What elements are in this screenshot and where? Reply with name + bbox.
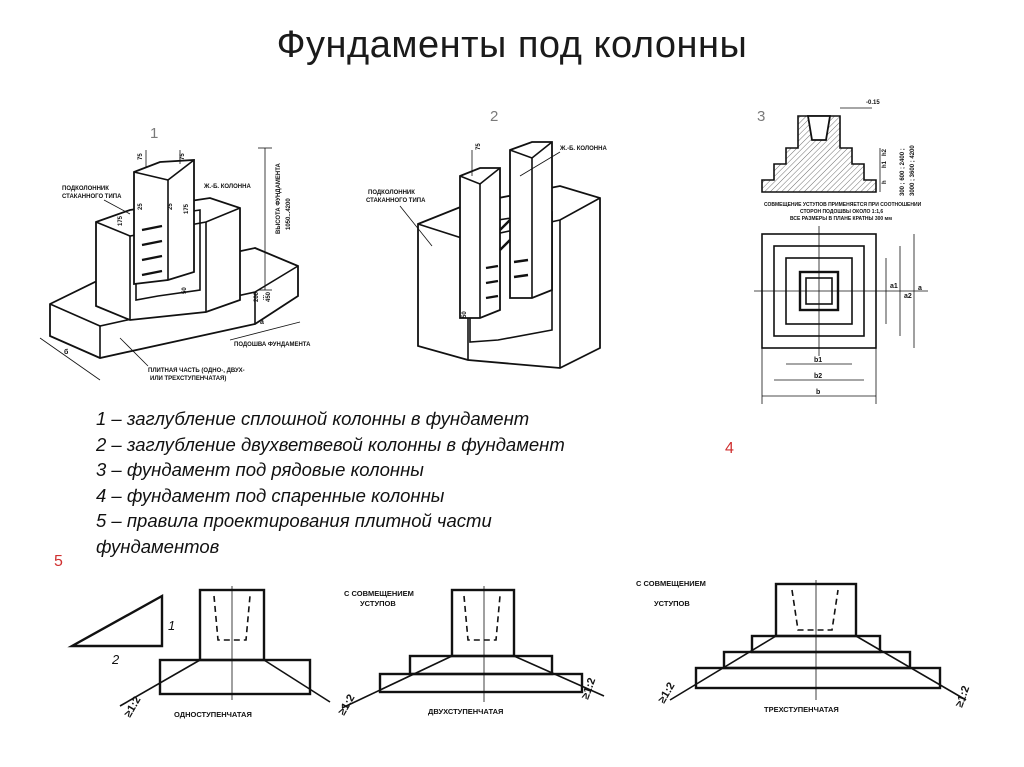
- fig2-dim-75: 75: [476, 143, 482, 150]
- fig3-dim-a: a: [918, 285, 922, 292]
- fig5-two-step-label: ДВУХСТУПЕНЧАТАЯ: [428, 707, 503, 716]
- fig5-combined-label-2: УСТУПОВ: [360, 599, 396, 608]
- figure-number-3: 3: [757, 108, 766, 125]
- fig3-dim-a2: a2: [904, 293, 912, 300]
- fig1-slab-label-1: ПЛИТНАЯ ЧАСТЬ (ОДНО-, ДВУХ-: [148, 368, 245, 374]
- legend-item-2: 2 – заглубление двухветвевой колонны в ф…: [96, 433, 565, 455]
- fig2-column-label: Ж.-Б. КОЛОННА: [559, 146, 607, 152]
- fig1-socket-label-1: ПОДКОЛОННИК: [62, 186, 109, 192]
- figure-2-drawing: ПОДКОЛОННИК СТАКАННОГО ТИПА Ж.-Б. КОЛОНН…: [366, 141, 607, 369]
- fig3-dim-b2: b2: [814, 373, 822, 380]
- fig3-note-1: СОВМЕЩЕНИЕ УСТУПОВ ПРИМЕНЯЕТСЯ ПРИ СООТН…: [764, 202, 922, 208]
- fig1-dim-75-a: 75: [138, 153, 144, 160]
- fig3-note-3: ВСЕ РАЗМЕРЫ В ПЛАНЕ КРАТНЫ 300 мм: [790, 216, 892, 222]
- fig2-dim-50: 50: [462, 311, 468, 318]
- legend-item-5: 5 – правила проектирования плитной части: [96, 510, 492, 531]
- fig1-height-label-1: ВЫСОТА ФУНДАМЕНТА: [276, 162, 282, 234]
- fig1-dim-a: а: [260, 319, 264, 326]
- fig1-dim-b: б: [64, 348, 69, 356]
- figure-3-drawing: -0.15 h h1 h2 300 ; 600 ; 2400 ; 3000 ; …: [754, 100, 928, 404]
- fig3-dim-b: b: [816, 389, 820, 396]
- fig1-dim-175-a: 175: [118, 215, 124, 226]
- fig3-dim-h2: h2: [882, 148, 888, 156]
- fig5-slope-1: ≥1:2: [122, 695, 143, 720]
- fig1-dim-25-b: 25: [168, 203, 174, 210]
- figure-number-2: 2: [490, 108, 499, 125]
- fig3-steps-2: 3000 ; 3600 ; 4200: [910, 145, 916, 196]
- legend-item-5-cont: фундаментов: [96, 535, 220, 557]
- fig5-combined-label-1: С СОВМЕЩЕНИЕМ: [344, 589, 414, 598]
- figure-number-5: 5: [54, 553, 63, 570]
- fig5-slope-5: ≥1:2: [954, 684, 973, 709]
- fig3-level: -0.15: [866, 100, 880, 106]
- fig1-dim-range-3: 450: [266, 291, 272, 302]
- fig5-triangle-2: 2: [111, 652, 120, 667]
- legend-item-3: 3 – фундамент под рядовые колонны: [96, 459, 424, 480]
- fig1-dim-25-a: 25: [138, 203, 144, 210]
- fig1-socket-label-2: СТАКАННОГО ТИПА: [62, 194, 122, 200]
- fig1-sole-label: ПОДОШВА ФУНДАМЕНТА: [234, 342, 311, 348]
- legend-item-4: 4 – фундамент под спаренные колонны: [96, 484, 445, 506]
- fig1-dim-175-b: 175: [184, 203, 190, 214]
- fig3-dim-a1: a1: [890, 283, 898, 290]
- slide-title: Фундаменты под колонны: [276, 24, 748, 66]
- fig3-note-2: СТОРОН ПОДОШВЫ ОКОЛО 1:1,6: [800, 209, 883, 215]
- fig1-dim-range-1: 200: [254, 291, 260, 302]
- fig1-dim-75-b: 75: [180, 153, 186, 160]
- fig1-dim-50: 50: [182, 287, 188, 294]
- fig1-dim-range-2: ...: [260, 295, 266, 300]
- fig5-slope-2: ≥1:2: [336, 693, 357, 718]
- legend: 1 – заглубление сплошной колонны в фунда…: [96, 406, 565, 559]
- figure-number-1: 1: [150, 125, 159, 142]
- fig3-dim-h1: h1: [882, 160, 888, 168]
- fig5-combined-label-4: УСТУПОВ: [654, 599, 690, 608]
- fig5-triangle-1: 1: [168, 618, 175, 633]
- fig3-dim-h: h: [882, 180, 888, 184]
- fig3-steps-1: 300 ; 600 ; 2400 ;: [900, 148, 906, 196]
- fig5-combined-label-3: С СОВМЕЩЕНИЕМ: [636, 579, 706, 588]
- figure-5-drawing: 1 2 ≥1:2 ОДНОСТУПЕНЧАТАЯ С СОВМЕЩЕНИЕМ У…: [67, 579, 973, 720]
- figure-number-4: 4: [725, 440, 734, 457]
- fig5-slope-4: ≥1:2: [656, 681, 677, 706]
- fig1-height-label-2: 1050...4200: [286, 198, 292, 230]
- figure-1-drawing: ПОДКОЛОННИК СТАКАННОГО ТИПА Ж.-Б. КОЛОНН…: [39, 147, 311, 382]
- fig5-three-step-label: ТРЕХСТУПЕНЧАТАЯ: [764, 705, 839, 714]
- fig3-dim-b1: b1: [814, 357, 822, 364]
- fig1-slab-label-2: ИЛИ ТРЕХСТУПЕНЧАТАЯ): [150, 376, 226, 382]
- legend-item-1: 1 – заглубление сплошной колонны в фунда…: [96, 408, 530, 429]
- fig2-socket-label-1: ПОДКОЛОННИК: [368, 190, 415, 196]
- fig2-socket-label-2: СТАКАННОГО ТИПА: [366, 198, 426, 204]
- fig1-column-label: Ж.-Б. КОЛОННА: [203, 184, 251, 190]
- fig5-one-step-label: ОДНОСТУПЕНЧАТАЯ: [174, 710, 252, 719]
